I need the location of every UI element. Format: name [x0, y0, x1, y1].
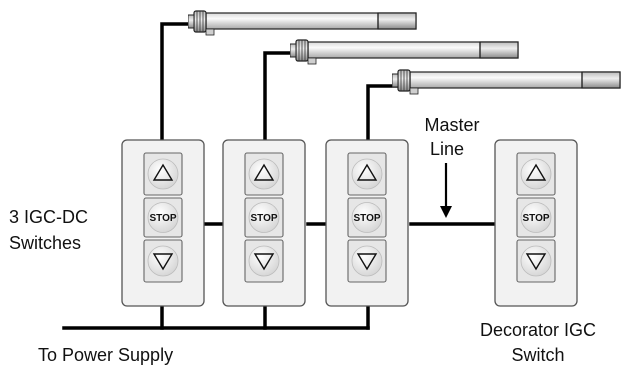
decorator-igc-switch: STOP — [494, 139, 578, 307]
power-supply-label: To Power Supply — [38, 345, 173, 365]
master-label-line-1: Master — [424, 115, 479, 135]
igc-dc-switch-3: STOP — [325, 139, 409, 307]
master-line-arrow — [440, 163, 452, 218]
igc-dc-switch-1: STOP — [121, 139, 205, 307]
master-label-line-2: Line — [430, 139, 464, 159]
igc-dc-switch-2: STOP — [222, 139, 306, 307]
tube-motor-3 — [392, 69, 621, 95]
tube-motor-2 — [290, 39, 519, 65]
stop-button-label: STOP — [522, 213, 549, 224]
switches-label-line-2: Switches — [9, 233, 81, 253]
stop-button-label: STOP — [149, 213, 176, 224]
stop-button-label: STOP — [353, 213, 380, 224]
decorator-label-line-1: Decorator IGC — [480, 320, 596, 340]
wire-motor-1 — [160, 22, 201, 144]
wires — [62, 22, 496, 330]
wire-motor-3 — [366, 84, 405, 144]
wire-motor-2 — [263, 51, 302, 144]
stop-button-label: STOP — [250, 213, 277, 224]
decorator-label-line-2: Switch — [511, 345, 564, 365]
switches-label-line-1: 3 IGC-DC — [9, 207, 88, 227]
tube-motor-1 — [188, 10, 417, 36]
